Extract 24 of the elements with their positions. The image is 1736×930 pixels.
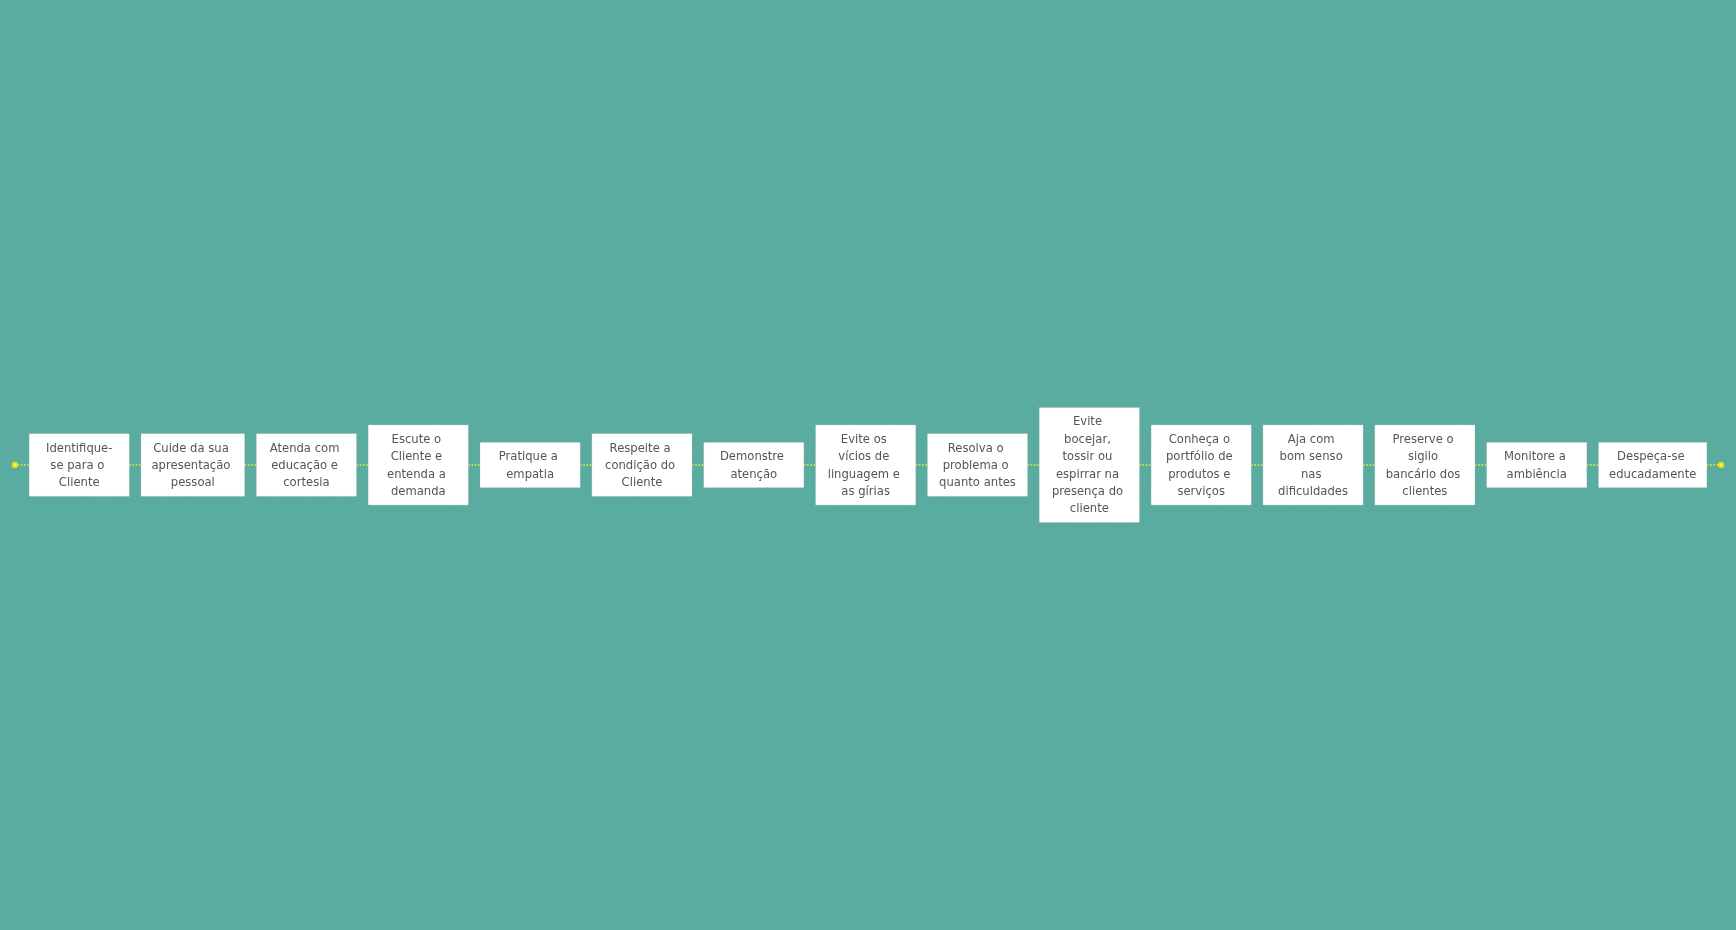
node-box: Evite bocejar, tossir ou espirrar na presença do cliente (1038, 407, 1140, 523)
connector (915, 464, 929, 466)
node-box: Despeça-se educadamente (1598, 442, 1708, 488)
node-circle (11, 461, 19, 469)
node-box: Conheça o portfólio de produtos e serviços (1150, 424, 1252, 506)
node-box: Demonstre atenção (703, 442, 805, 488)
connector (1026, 464, 1040, 466)
node-box: Identifique-se para o Cliente (28, 433, 130, 497)
connector (16, 464, 30, 466)
connector (243, 464, 258, 466)
connector (1586, 464, 1600, 466)
node-box: Escute o Cliente e entenda a demanda (367, 424, 469, 506)
node-box: Respeite a condição do Cliente (591, 433, 693, 497)
node-box: Atenda com educação e cortesia (256, 433, 357, 497)
node-box: Pratique a empatia (479, 442, 581, 488)
connector (1706, 464, 1720, 466)
node-box: Preserve o sigilo bancário dos clientes (1374, 424, 1476, 506)
node-box: Monitore a ambiência (1486, 442, 1588, 488)
node-box: Cuide da sua apresentação pessoal (140, 433, 245, 497)
node-box: Evite os vícios de linguagem e as gírias (815, 424, 917, 506)
connector (803, 464, 817, 466)
node-circle (1717, 461, 1725, 469)
node-box: Aja com bom senso nas dificuldades (1262, 424, 1364, 506)
node-box: Resolva o problema o quanto antes (927, 433, 1028, 497)
